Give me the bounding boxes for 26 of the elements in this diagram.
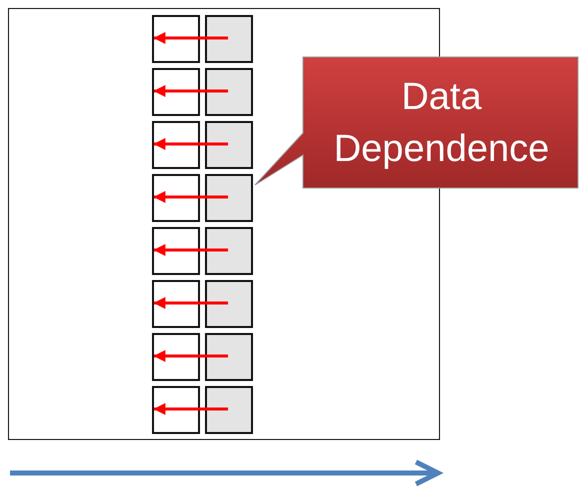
empty-cell — [152, 121, 200, 169]
shaded-cell — [205, 121, 253, 169]
shaded-cell — [205, 68, 253, 116]
arrow — [153, 244, 228, 256]
arrow — [153, 85, 228, 97]
empty-cell — [152, 227, 200, 275]
empty-cell — [152, 333, 200, 381]
callout-text: Data Dependence — [332, 74, 550, 172]
empty-cell — [152, 280, 200, 328]
empty-cell — [152, 174, 200, 222]
shaded-cell — [205, 15, 253, 63]
arrow — [153, 350, 228, 362]
empty-cell — [152, 68, 200, 116]
arrow — [153, 191, 228, 203]
arrow — [153, 403, 228, 415]
shaded-cell — [205, 333, 253, 381]
arrow — [153, 32, 228, 44]
callout-box — [254, 55, 580, 190]
arrow — [153, 297, 228, 309]
arrow — [153, 138, 228, 150]
empty-cell — [152, 15, 200, 63]
empty-cell — [152, 386, 200, 434]
shaded-cell — [205, 280, 253, 328]
shaded-cell — [205, 227, 253, 275]
shaded-cell — [205, 174, 253, 222]
shaded-cell — [205, 386, 253, 434]
